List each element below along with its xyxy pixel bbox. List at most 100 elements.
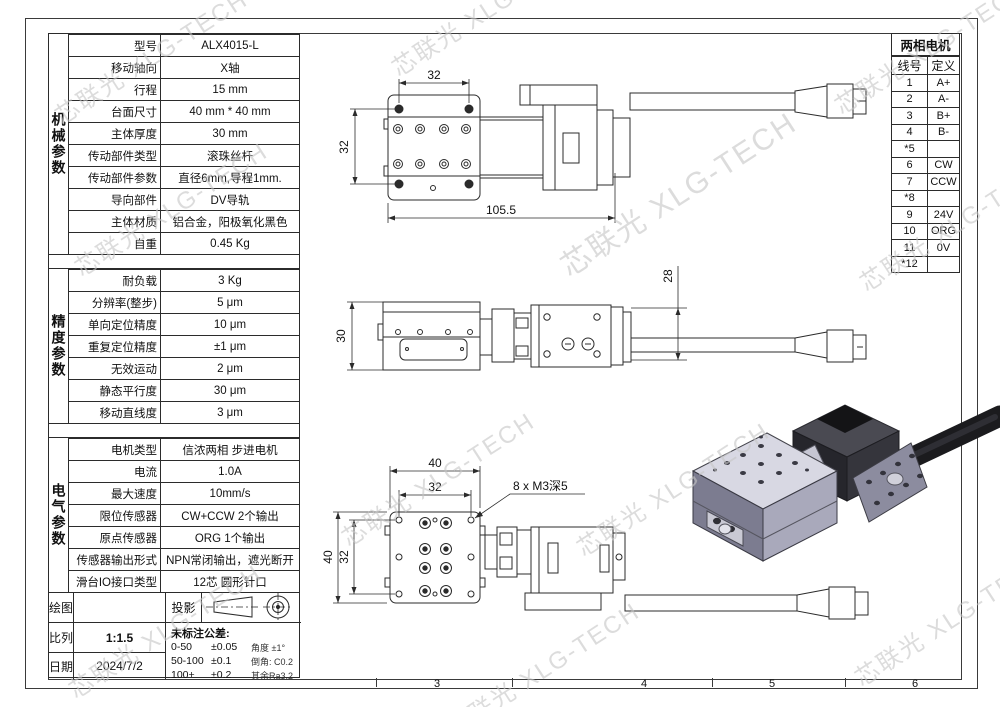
pin-row: 7 CCW xyxy=(892,173,959,190)
pin-row: 10 ORG xyxy=(892,222,959,239)
pin-definition: B- xyxy=(938,126,949,139)
row-label: 分辨率(整步) xyxy=(69,292,161,313)
pin-row: *12 xyxy=(892,255,959,272)
table-row: 最大速度 10mm/s xyxy=(69,482,299,504)
table-row: 原点传感器 ORG 1个输出 xyxy=(69,526,299,548)
row-value: 10 μm xyxy=(213,318,247,331)
section-title-text: 电气参数 xyxy=(50,483,67,547)
dim-text: 40 xyxy=(428,456,442,470)
pin-table-title: 两相电机 xyxy=(892,34,959,56)
pin-number: 4 xyxy=(892,124,928,140)
dim-text: 32 xyxy=(337,140,351,154)
row-label: 重复定位精度 xyxy=(69,336,161,357)
pin-definition: CCW xyxy=(930,175,957,188)
pin-definition: 0V xyxy=(936,241,951,254)
row-label: 传动部件类型 xyxy=(69,145,161,166)
pin-definition: CW xyxy=(934,159,953,172)
row-value: 12芯 圆形针口 xyxy=(193,576,267,589)
row-label: 电机类型 xyxy=(69,439,161,460)
row-label: 原点传感器 xyxy=(69,527,161,548)
table-row: 传感器输出形式 NPN常闭输出，遮光断开 xyxy=(69,548,299,570)
dim-text: 32 xyxy=(428,480,442,494)
date-value: 2024/7/2 xyxy=(74,653,166,679)
row-value: 30 mm xyxy=(212,127,248,140)
table-row: 导向部件 DV导轨 xyxy=(69,188,299,210)
holes-note-text: 8 x M3深5 xyxy=(513,479,568,493)
row-label: 导向部件 xyxy=(69,189,161,210)
row-value: 10mm/s xyxy=(209,487,251,500)
pin-definition: 24V xyxy=(933,208,954,221)
row-value: 铝合金，阳极氧化黑色 xyxy=(172,216,288,229)
row-label: 电流 xyxy=(69,461,161,482)
pin-row: 6 CW xyxy=(892,156,959,173)
pin-row: 3 B+ xyxy=(892,107,959,124)
table-row: 移动轴向 X轴 xyxy=(69,56,299,78)
row-value: 3 Kg xyxy=(218,274,242,287)
side-view-cable-connector xyxy=(630,329,867,363)
tolerance-value: ±0.05 xyxy=(211,641,238,653)
pin-number: 3 xyxy=(892,108,928,124)
row-value: ALX4015-L xyxy=(201,39,259,52)
pin-row: *5 xyxy=(892,140,959,157)
pin-definition: ORG xyxy=(930,225,957,238)
pin-col-number: 线号 xyxy=(892,57,928,74)
scale-value: 1:1.5 xyxy=(74,623,166,653)
bottom-view-drawing: 40 32 40 32 8 x M3深5 xyxy=(321,456,869,620)
row-value: 30 μm xyxy=(213,384,247,397)
table-row: 无效运动 2 μm xyxy=(69,357,299,379)
pin-row: 1 A+ xyxy=(892,74,959,91)
table-row: 台面尺寸 40 mm * 40 mm xyxy=(69,100,299,122)
row-value: CW+CCW 2个输出 xyxy=(181,510,279,523)
table-row: 分辨率(整步) 5 μm xyxy=(69,291,299,313)
row-value: 滚珠丝杆 xyxy=(207,150,253,163)
table-row: 自重 0.45 Kg xyxy=(69,232,299,254)
spec-table: 机械参数 型号 ALX4015-L 移动轴向 X轴 行程 xyxy=(48,33,301,681)
row-value: X轴 xyxy=(220,62,240,75)
row-label: 移动直线度 xyxy=(69,402,161,423)
title-block: 绘图 投影 比列 1:1.5 未标注公差: xyxy=(49,592,301,681)
date-label: 日期 xyxy=(49,653,74,679)
section-title-electrical: 电气参数 xyxy=(49,438,69,592)
pin-rows: 1 A+ 2 A- 3 B+ 4 B- xyxy=(892,74,959,272)
tolerance-range: 100+ xyxy=(171,669,195,681)
tolerance-value: ±0.1 xyxy=(211,655,232,667)
zone-number: 3 xyxy=(433,678,441,690)
dim-text: 105.5 xyxy=(486,203,516,217)
row-label: 传动部件参数 xyxy=(69,167,161,188)
outer-border xyxy=(25,18,978,689)
table-row: 静态平行度 30 μm xyxy=(69,379,299,401)
dimension-left-40: 40 xyxy=(321,511,387,604)
table-row: 滑台IO接口类型 12芯 圆形针口 xyxy=(69,570,299,592)
dimension-right-28: 28 xyxy=(631,266,687,361)
top-view-body-motor xyxy=(479,84,631,191)
side-view-coupling xyxy=(479,308,532,363)
pin-row: *8 xyxy=(892,189,959,206)
table-row: 主体材质 铝合金，阳极氧化黑色 xyxy=(69,210,299,232)
dimension-left-30: 30 xyxy=(334,301,383,371)
row-label: 自重 xyxy=(69,233,161,254)
dim-text: 30 xyxy=(334,329,348,343)
tolerance-block: 未标注公差: 0-50 ±0.05 角度 ±1° 50-100 ±0.1 xyxy=(166,623,301,681)
row-value: NPN常闭输出，遮光断开 xyxy=(166,554,294,567)
table-row: 主体厚度 30 mm xyxy=(69,122,299,144)
pin-number: *5 xyxy=(892,141,928,157)
pin-definition: B+ xyxy=(936,109,951,122)
row-label: 型号 xyxy=(69,35,161,56)
section-gap xyxy=(49,423,299,438)
spec-section-mechanical: 机械参数 型号 ALX4015-L 移动轴向 X轴 行程 xyxy=(49,34,299,254)
table-row: 型号 ALX4015-L xyxy=(69,34,299,56)
counterbore-holes xyxy=(419,517,452,597)
pin-number: 10 xyxy=(892,223,928,239)
pin-definition: A+ xyxy=(936,76,951,89)
row-value: 15 mm xyxy=(212,83,248,96)
tolerance-note: 其余Ra3.2 xyxy=(251,671,294,681)
tolerance-row: 0-50 ±0.05 角度 ±1° xyxy=(171,641,298,655)
table-row: 电流 1.0A xyxy=(69,460,299,482)
iso-top-holes xyxy=(713,435,809,484)
zone-number: 4 xyxy=(640,678,648,690)
scale-label: 比列 xyxy=(49,623,74,653)
row-value: 直径6mm,导程1mm. xyxy=(178,172,282,185)
projection-label: 投影 xyxy=(166,593,202,623)
pin-number: 7 xyxy=(892,174,928,190)
pin-number: 11 xyxy=(892,240,928,256)
